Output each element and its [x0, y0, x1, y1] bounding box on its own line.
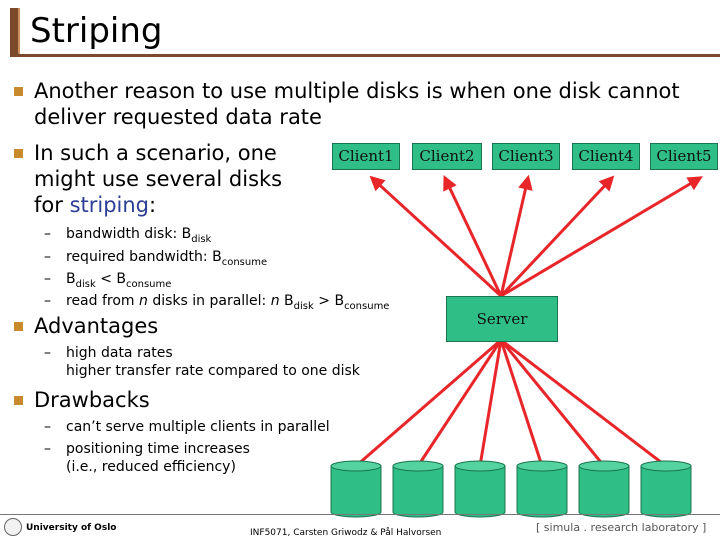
title-accent-bar: [10, 8, 18, 54]
disk-5-icon: [578, 460, 630, 518]
dash-marker: –: [44, 271, 51, 287]
dash-marker: –: [44, 419, 51, 435]
bullet-scenario-line3: for striping:: [34, 192, 156, 218]
advantages-heading: Advantages: [34, 314, 159, 338]
text-segment: B: [66, 271, 76, 287]
sub-bullet-parallel-read: read from n disks in parallel: n Bdisk >…: [66, 292, 389, 316]
disk-connection-line-4: [499, 339, 544, 467]
bullet-scenario-line2: might use several disks: [34, 167, 283, 191]
bullet-marker: [14, 322, 23, 331]
drawbacks-heading: Drawbacks: [34, 388, 150, 412]
striping-term: striping: [69, 193, 150, 217]
text-segment: read from: [66, 293, 140, 309]
bullet-marker: [14, 87, 23, 96]
client-connection-line-3: [499, 177, 530, 297]
bullet-reason-line1: Another reason to use multiple disks is …: [34, 79, 680, 103]
sub-bullet-inequality: Bdisk < Bconsume: [66, 270, 171, 294]
client-box-4: Client4: [572, 143, 640, 170]
text-segment: B: [279, 293, 294, 309]
client-connection-line-4: [499, 176, 614, 298]
dash-marker: –: [44, 345, 51, 361]
text-segment: bandwidth disk: B: [66, 226, 192, 242]
drawback-item-1: can’t serve multiple clients in parallel: [66, 419, 330, 435]
disk-1-icon: [330, 460, 382, 518]
drawback-item-2-line2: (i.e., reduced efficiency): [66, 459, 236, 475]
drawback-item-2-line1: positioning time increases: [66, 441, 250, 457]
advantage-item-line1: high data rates: [66, 345, 173, 361]
variable-n: n: [270, 293, 280, 309]
footer-divider: [0, 514, 720, 515]
client-box-2: Client2: [412, 143, 482, 170]
text-segment: < B: [95, 271, 126, 287]
footer-lab: [ simula . research laboratory ]: [536, 521, 707, 534]
sub-bullet-bandwidth-disk: bandwidth disk: Bdisk: [66, 225, 211, 249]
subscript: consume: [126, 279, 172, 290]
bullet-marker: [14, 149, 23, 158]
arrowhead-icon: [443, 174, 457, 192]
subscript: disk: [293, 301, 314, 312]
disk-connection-line-3: [478, 339, 503, 467]
university-seal-icon: [4, 518, 22, 536]
disk-6-icon: [640, 460, 692, 518]
dash-marker: –: [44, 293, 51, 309]
footer-course: INF5071, Carsten Griwodz & Pål Halvorsen: [250, 528, 442, 538]
subscript: consume: [344, 301, 390, 312]
text-segment: :: [149, 193, 157, 217]
client-box-1: Client1: [332, 143, 400, 170]
dash-marker: –: [44, 226, 51, 242]
disk-connection-line-5: [499, 339, 606, 467]
text-segment: disks in parallel:: [147, 293, 271, 309]
arrowhead-icon: [598, 175, 615, 192]
arrowhead-icon: [518, 174, 533, 191]
variable-n: n: [139, 293, 148, 309]
bullet-reason-line2: deliver requested data rate: [34, 105, 322, 129]
client-connection-line-2: [443, 177, 503, 297]
client-box-3: Client3: [492, 143, 560, 170]
text-segment: required bandwidth: B: [66, 249, 222, 265]
client-connection-line-5: [500, 176, 701, 298]
client-connection-line-1: [370, 176, 503, 298]
advantage-item-line2: higher transfer rate compared to one dis…: [66, 363, 360, 379]
server-box: Server: [446, 296, 558, 342]
disk-connection-line-6: [500, 338, 667, 468]
subscript: consume: [221, 257, 268, 268]
disk-connection-line-1: [355, 338, 502, 468]
subscript: disk: [75, 279, 96, 290]
disk-3-icon: [454, 460, 506, 518]
client-box-5: Client5: [650, 143, 718, 170]
dash-marker: –: [44, 441, 51, 457]
page-title: Striping: [30, 11, 163, 51]
arrowhead-icon: [686, 176, 703, 191]
footer-university: University of Oslo: [26, 523, 117, 533]
bullet-scenario-line1: In such a scenario, one: [34, 141, 277, 165]
text-segment: for: [34, 193, 70, 217]
dash-marker: –: [44, 249, 51, 265]
text-segment: > B: [313, 293, 345, 309]
disk-connection-line-2: [416, 339, 503, 467]
title-accent-stripe: [18, 8, 20, 54]
disk-2-icon: [392, 460, 444, 518]
sub-bullet-required-bandwidth: required bandwidth: Bconsume: [66, 248, 267, 272]
subscript: disk: [191, 234, 212, 245]
bullet-marker: [14, 396, 23, 405]
disk-4-icon: [516, 460, 568, 518]
arrowhead-icon: [369, 175, 386, 192]
title-divider: [10, 54, 720, 57]
